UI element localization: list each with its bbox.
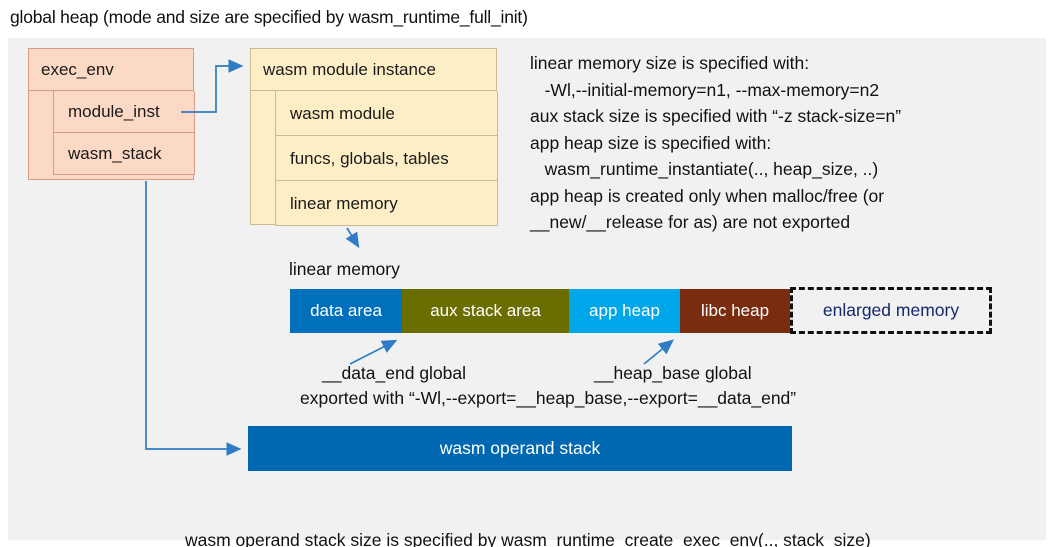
linear-memory-label: linear memory — [289, 259, 400, 279]
wasm-module-instance-header: wasm module instance — [251, 49, 496, 91]
exec-env-box: exec_env module_inst wasm_stack — [28, 48, 195, 180]
note-line: wasm_runtime_instantiate(.., heap_size, … — [530, 159, 879, 179]
note-line: -Wl,--initial-memory=n1, --max-memory=n2 — [530, 79, 880, 100]
exec-env-header: exec_env — [29, 49, 193, 91]
footer-line: wasm operand stack size is specified by … — [185, 530, 871, 547]
diagram-title: global heap (mode and size are specified… — [10, 7, 528, 27]
data-end-global-label: __data_end global — [322, 363, 467, 383]
exec-env-row-module-inst: module_inst — [53, 91, 195, 133]
heap-base-global-label: __heap_base global — [594, 363, 752, 383]
module-row-linear-memory: linear memory — [275, 181, 498, 226]
note-line: aux stack size is specified with “-z sta… — [530, 106, 902, 126]
segment-data-area: data area — [290, 289, 402, 333]
segment-aux-stack-area: aux stack area — [402, 289, 569, 333]
note-line: app heap is created only when malloc/fre… — [530, 185, 885, 206]
segment-enlarged-memory: enlarged memory — [790, 287, 992, 334]
module-row-funcs-globals-tables: funcs, globals, tables — [275, 136, 498, 181]
segment-libc-heap: libc heap — [680, 289, 790, 333]
note-line: linear memory size is specified with: — [530, 53, 810, 73]
notes-block: linear memory size is specified with: -W… — [530, 50, 1042, 236]
module-row-wasm-module: wasm module — [275, 91, 498, 136]
exported-with-label: exported with “-Wl,--export=__heap_base,… — [300, 388, 797, 408]
wasm-operand-stack-box: wasm operand stack — [248, 426, 792, 471]
segment-app-heap: app heap — [569, 289, 680, 333]
note-line: app heap size is specified with: — [530, 132, 772, 153]
wasm-module-instance-box: wasm module instance wasm module funcs, … — [250, 48, 498, 226]
note-line: __new/__release for as) are not exported — [530, 212, 851, 232]
footer-notes: wasm operand stack size is specified by … — [185, 479, 871, 547]
exec-env-row-wasm-stack: wasm_stack — [53, 133, 195, 175]
